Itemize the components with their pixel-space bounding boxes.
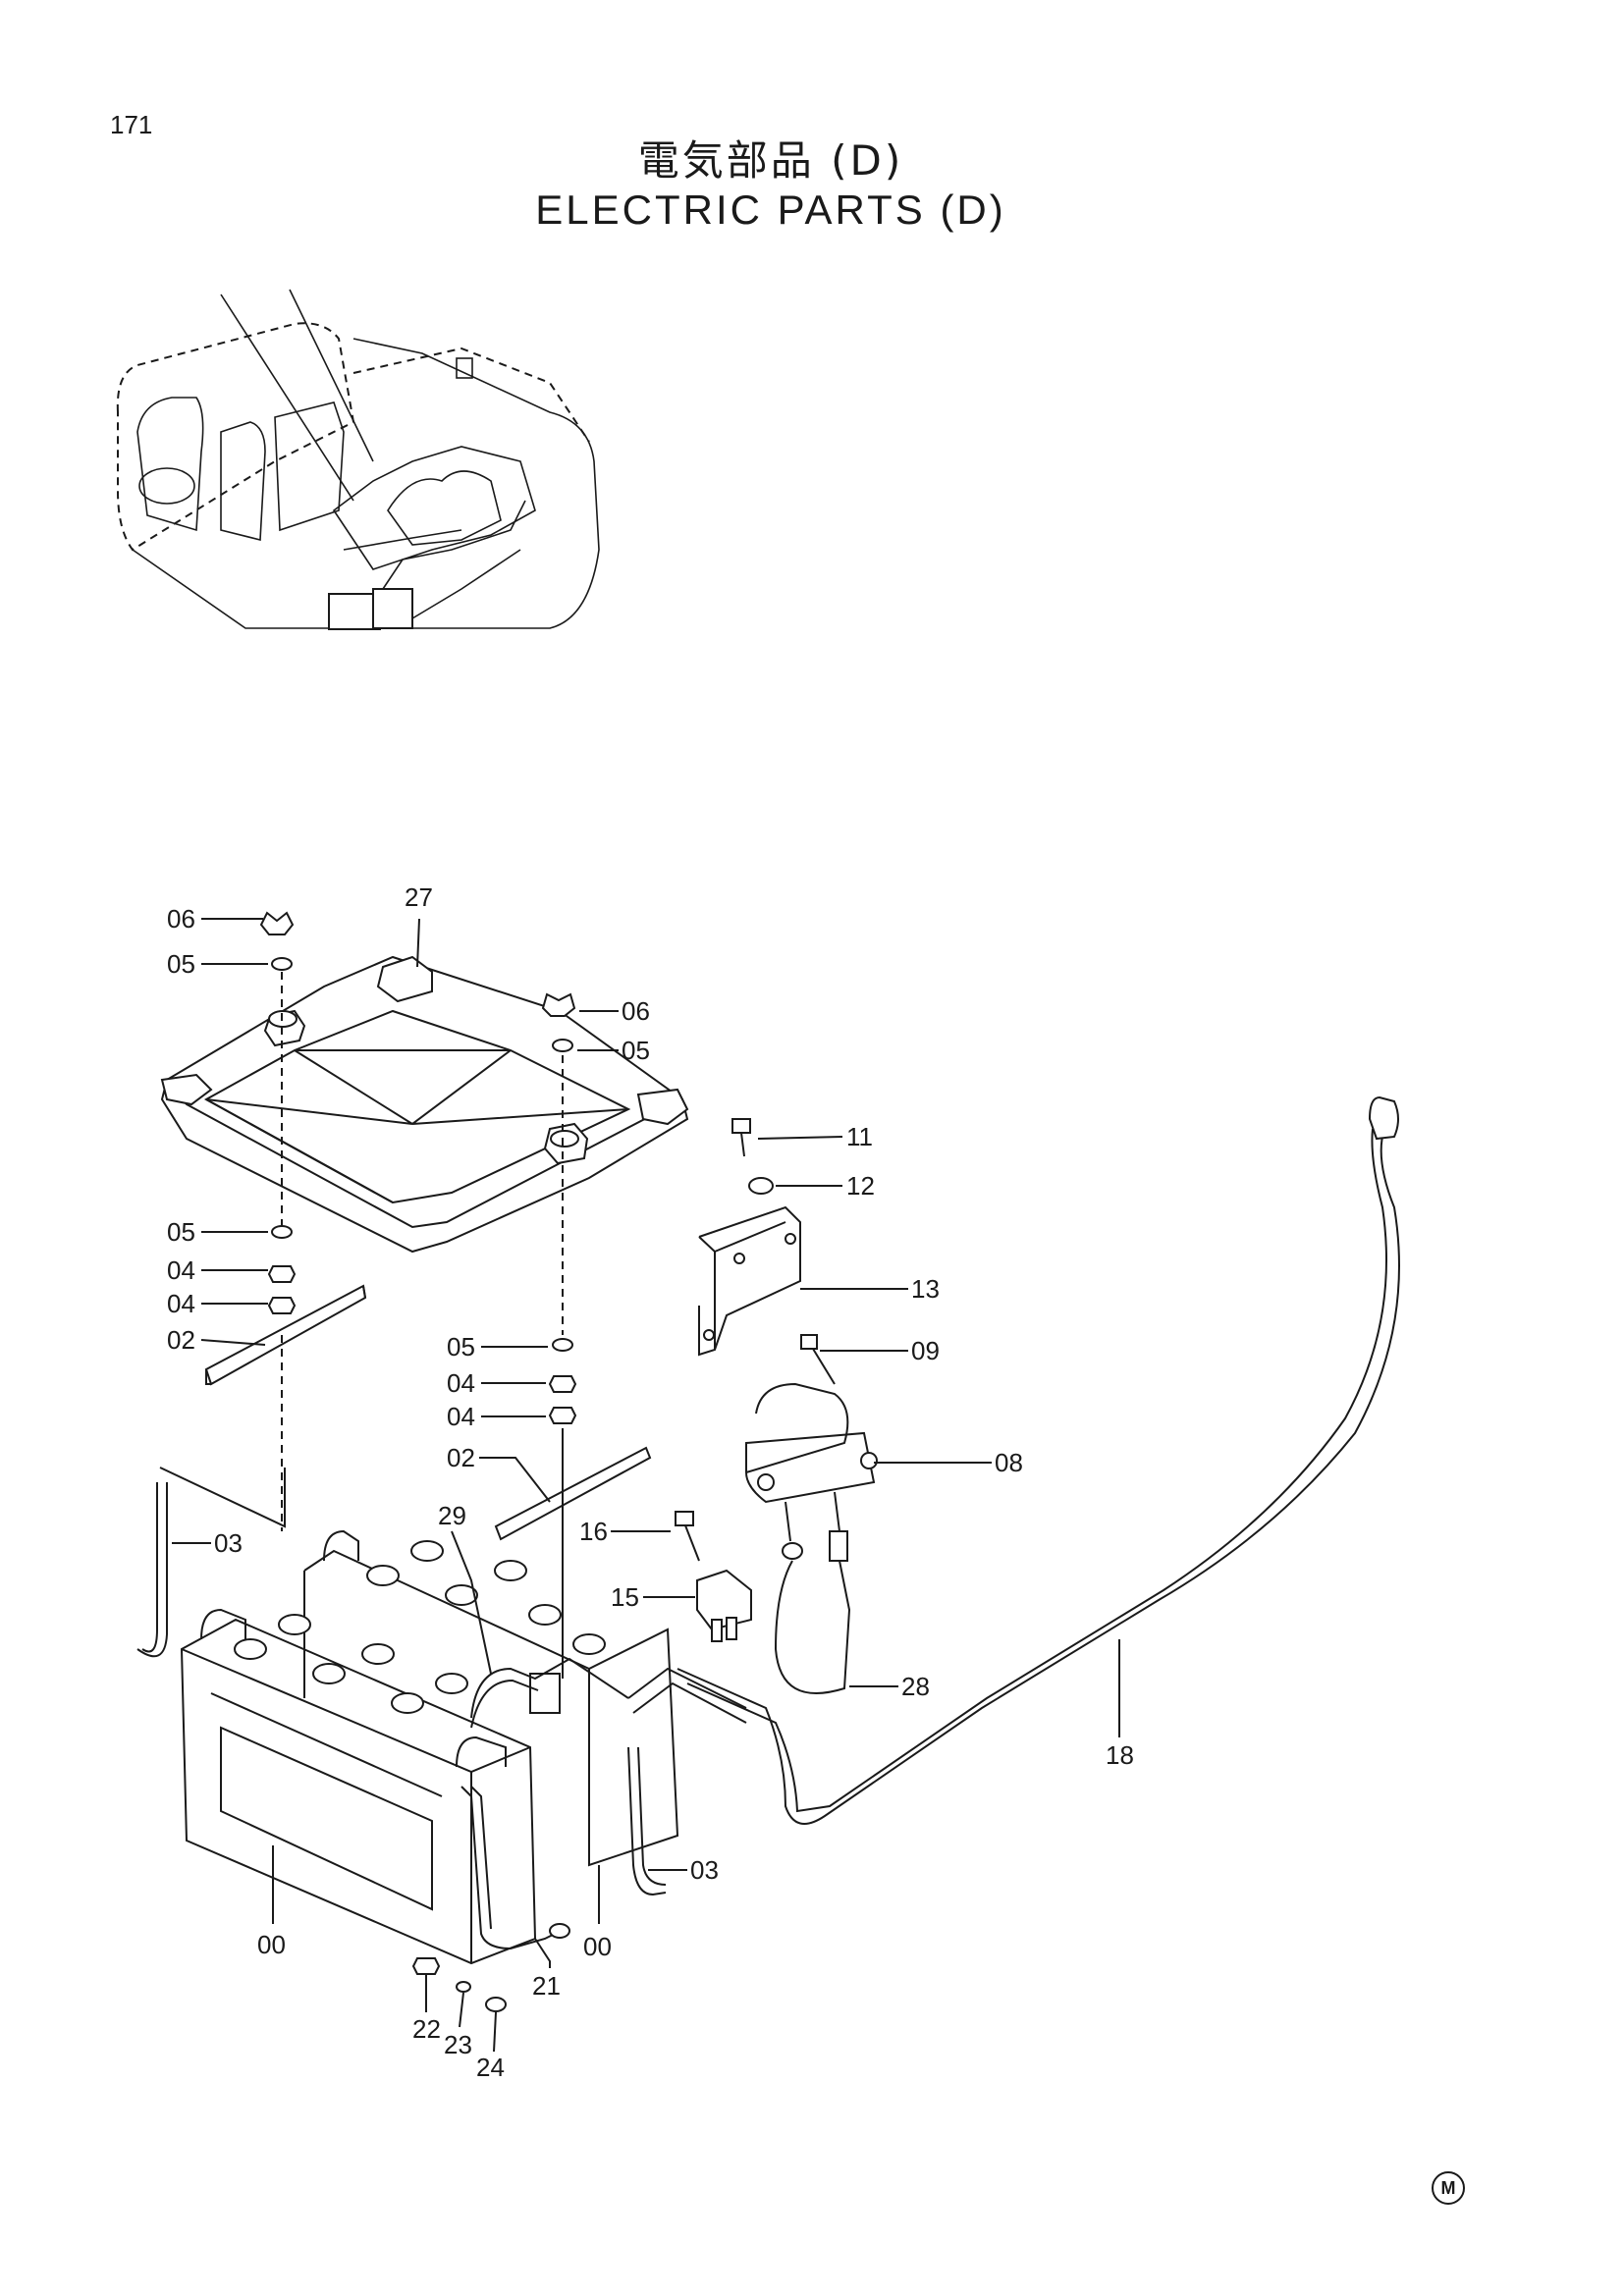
callout-24: 24 [476,2053,505,2082]
maker-mark: M [1432,2171,1465,2205]
callout-22: 22 [412,2014,441,2044]
battery-front [180,1608,561,1965]
battery-cables [460,1657,747,1950]
callout-27: 27 [405,882,433,912]
callout-18: 18 [1106,1740,1134,1770]
page-title: ELECTRIC PARTS (D) [535,187,1006,233]
callout-13: 13 [911,1274,940,1304]
wing-nut-icon [259,911,295,935]
callout-04: 04 [167,1289,195,1318]
callout-28: 28 [901,1672,930,1701]
callout-05: 05 [167,1217,195,1247]
nut-icon [411,1957,441,1975]
callout-03: 03 [214,1528,243,1558]
washer-icon [748,1177,774,1195]
washer-icon [271,957,293,971]
nut-icon [267,1297,297,1314]
lock-washer-icon [456,1981,471,1993]
callout-09: 09 [911,1336,940,1365]
callout-06: 06 [622,996,650,1026]
washer-icon [485,1997,507,2012]
page-number: 171 [110,110,153,139]
bolt-icon [731,1118,751,1134]
nut-icon [548,1375,577,1393]
wire-harness [677,1095,1400,1825]
washer-icon [552,1338,573,1352]
excavator-overview-illustration [116,289,600,630]
callout-29: 29 [438,1501,466,1530]
center-hardware-stack [494,992,652,1679]
callout-04: 04 [167,1255,195,1285]
callout-03: 03 [690,1855,719,1885]
callout-16: 16 [579,1517,608,1546]
callout-06: 06 [167,904,195,934]
callout-05: 05 [447,1332,475,1362]
callout-02: 02 [167,1325,195,1355]
callout-04: 04 [447,1402,475,1431]
callout-labels: 27 06 05 06 05 05 04 04 02 05 04 04 02 0… [167,882,1134,2082]
callout-00: 00 [257,1930,286,1959]
wing-nut-icon [541,992,576,1017]
washer-icon [271,1225,293,1239]
callout-12: 12 [846,1171,875,1201]
callout-05: 05 [167,949,195,979]
connector-icon [1368,1095,1399,1141]
left-hardware-stack [136,911,367,1658]
callout-15: 15 [611,1582,639,1612]
page-title-japanese: 電気部品 (D) [637,136,904,185]
cable-28 [774,1560,851,1694]
bolt-icon [675,1511,694,1526]
callout-05: 05 [622,1036,650,1065]
callout-08: 08 [995,1448,1023,1477]
nut-icon [548,1407,577,1424]
callout-04: 04 [447,1368,475,1398]
callout-00: 00 [583,1932,612,1961]
washer-icon [552,1039,573,1052]
leader-lines [172,918,1120,2053]
nut-icon [267,1265,297,1283]
battery-cover-frame [160,955,689,1254]
relay-assembly [698,1118,878,1562]
callout-02: 02 [447,1443,475,1472]
fuse-holder [675,1511,752,1642]
bolt-icon [800,1334,818,1350]
callout-11: 11 [846,1122,873,1151]
battery-rear [303,1529,679,1867]
callout-21: 21 [532,1971,561,2001]
callout-23: 23 [444,2030,472,2059]
